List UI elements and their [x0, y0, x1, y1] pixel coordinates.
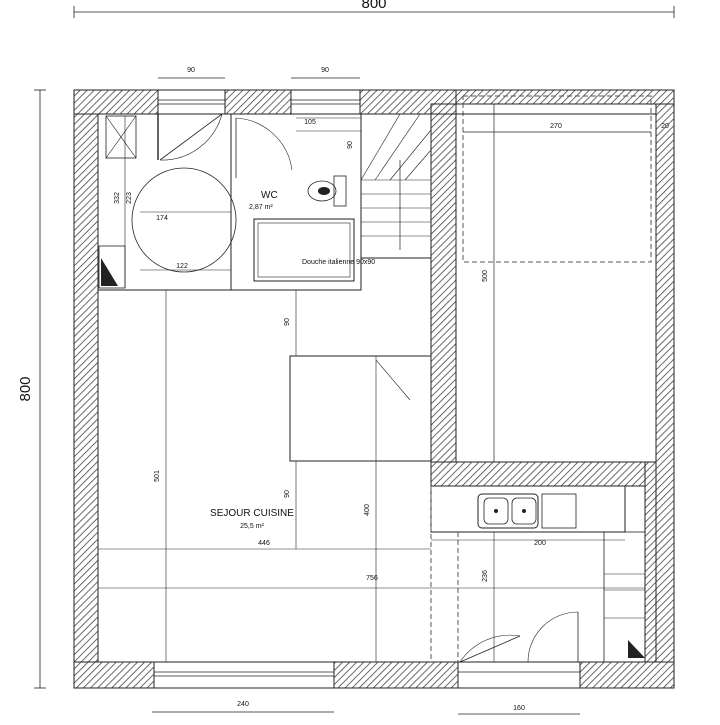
interior-outline — [97, 113, 657, 663]
overall-depth-label: 800 — [17, 376, 34, 401]
bath-width-label: 174 — [156, 215, 168, 222]
bath-bottom-label: 122 — [176, 263, 188, 270]
living-room: 501 SEJOUR CUISINE 25,5 m² 446 756 — [98, 290, 645, 662]
top-window-dimensions: 90 90 — [158, 67, 360, 79]
living-width-label: 446 — [258, 540, 270, 547]
right-edge-label: 20 — [661, 123, 669, 130]
bath-height-1-label: 332 — [114, 192, 121, 204]
overall-width-label: 800 — [361, 0, 386, 12]
stair-top-label: 105 — [304, 119, 316, 126]
central-block: 90 90 400 — [284, 290, 432, 662]
bed-depth-label: 500 — [482, 270, 489, 282]
bottom-window-label: 240 — [237, 701, 249, 708]
passage-bottom-label: 90 — [284, 490, 291, 498]
stair-side-label: 90 — [347, 141, 354, 149]
living-area: 25,5 m² — [240, 523, 264, 530]
kitchen-depth-label: 236 — [482, 570, 489, 582]
wc-name: WC — [261, 190, 278, 201]
living-depth-label: 501 — [154, 470, 161, 482]
staircase: 105 90 — [296, 113, 432, 259]
living-name: SEJOUR CUISINE — [210, 508, 294, 519]
kitchen-width-label: 200 — [534, 540, 546, 547]
bottom-openings — [153, 611, 581, 689]
dashed-zone-lines — [430, 486, 459, 662]
bottom-dimensions: 240 160 — [152, 701, 580, 715]
kitchen: 200 236 — [430, 485, 646, 663]
top-windows — [157, 89, 361, 115]
total-width-label: 756 — [366, 575, 378, 582]
counter-depth-label: 400 — [364, 504, 371, 516]
top-window-right-label: 90 — [321, 67, 329, 74]
shower-note: Douche italienne 90x90 — [302, 259, 375, 266]
bath-height-2-label: 223 — [126, 192, 133, 204]
wc-area: 2,87 m² — [249, 204, 273, 211]
bottom-door-label: 160 — [513, 705, 525, 712]
bed-width-label: 270 — [550, 123, 562, 130]
bed-outline: 270 20 500 — [462, 95, 669, 462]
overall-depth-dimension: 800 — [17, 89, 46, 689]
overall-width-dimension: 800 — [73, 0, 675, 18]
wc-room: WC 2,87 m² Douche italienne 90x90 — [230, 113, 375, 291]
exterior-walls — [73, 89, 675, 689]
bathroom: 332 223 174 122 — [97, 113, 237, 291]
passage-top-label: 90 — [284, 318, 291, 326]
top-window-left-label: 90 — [187, 67, 195, 74]
